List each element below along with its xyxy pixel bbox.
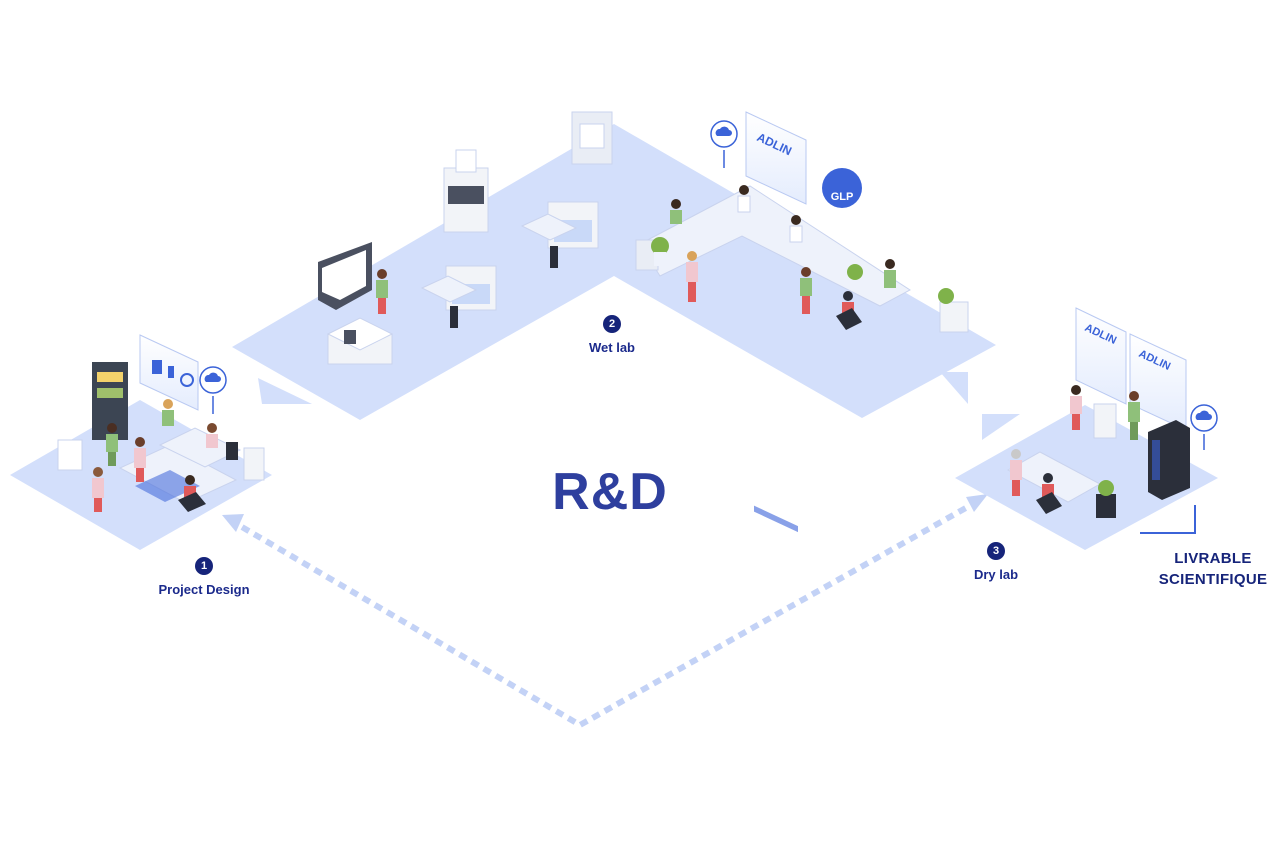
glp-badge-label: GLP bbox=[831, 191, 854, 203]
cloud-sync-icon bbox=[199, 366, 227, 414]
step-3-label: Dry lab bbox=[973, 567, 1019, 582]
cloud-sync-icon bbox=[710, 120, 738, 168]
dry-lab-scene: ADLIN ADLIN bbox=[1006, 307, 1218, 518]
wet-lab-scene: ADLIN GLP bbox=[318, 111, 969, 533]
rd-title: R&D bbox=[552, 463, 668, 521]
plant-icon bbox=[1098, 480, 1114, 496]
step-1-label: Project Design bbox=[158, 582, 250, 597]
step-2-label: Wet lab bbox=[589, 340, 635, 355]
server-icon bbox=[1148, 420, 1190, 500]
flow-arrow-icon bbox=[982, 414, 1020, 440]
whiteboard bbox=[57, 439, 83, 471]
step-2-number: 2 bbox=[603, 315, 621, 333]
return-loop-dashed-path bbox=[222, 494, 988, 729]
deliverable-line-2: SCIENTIFIQUE bbox=[1158, 571, 1268, 588]
lab-bench bbox=[639, 185, 911, 307]
ai-logo-icon bbox=[180, 373, 194, 387]
deliverable-line-1: LIVRABLE bbox=[1174, 550, 1252, 567]
plant-icon bbox=[651, 237, 669, 266]
cloud-sync-icon bbox=[1190, 404, 1218, 450]
deliverable-label: LIVRABLE SCIENTIFIQUE bbox=[1150, 548, 1276, 590]
adlin-screen bbox=[745, 111, 807, 205]
loop-arrowhead-left-icon bbox=[222, 514, 244, 532]
flow-arrow-icon bbox=[940, 372, 968, 404]
glp-badge-icon: GLP bbox=[822, 168, 862, 208]
plant-icon bbox=[847, 264, 863, 280]
project-design-scene bbox=[57, 334, 265, 512]
plant-icon bbox=[938, 288, 954, 304]
loop-arrowhead-right-icon bbox=[966, 494, 988, 512]
step-1-number: 1 bbox=[195, 557, 213, 575]
wet-lab-platform bbox=[232, 124, 996, 420]
step-3-number: 3 bbox=[987, 542, 1005, 560]
adlin-screen-dry-1 bbox=[1075, 307, 1127, 405]
flow-arrow-icon bbox=[258, 378, 312, 404]
